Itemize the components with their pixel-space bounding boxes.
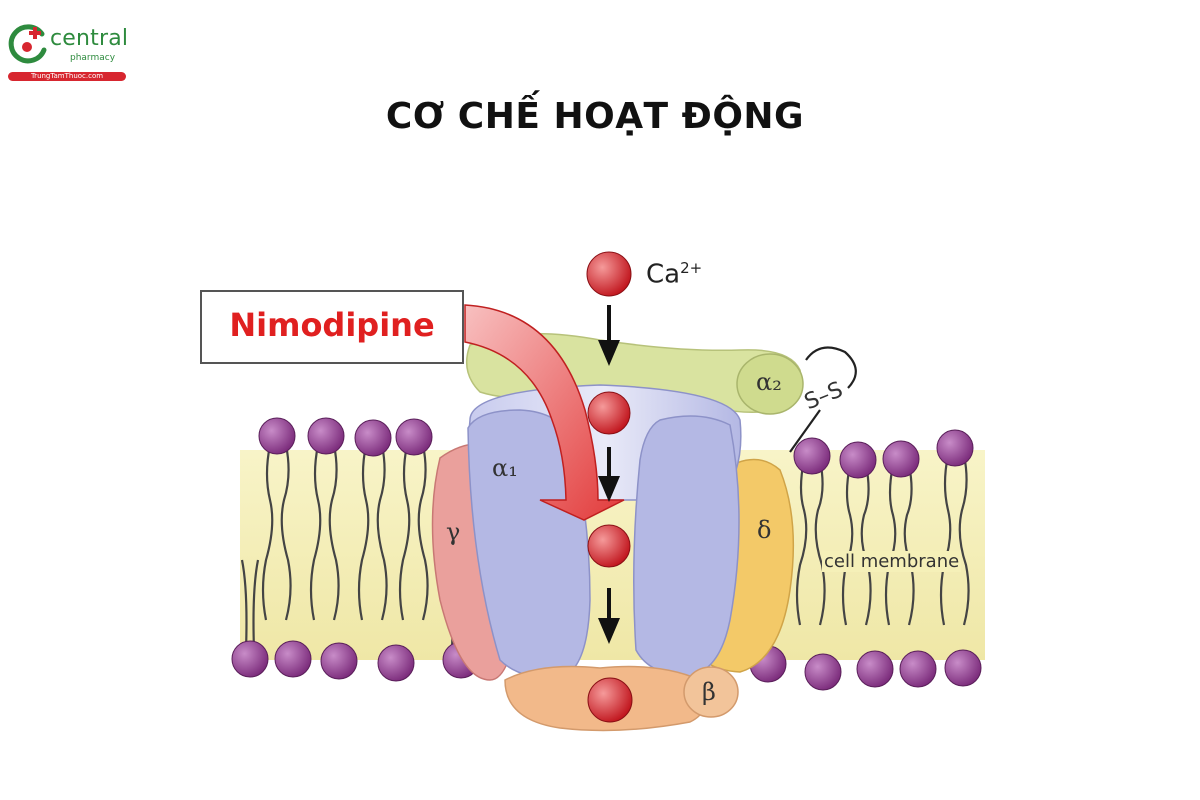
calcium-ion [586, 251, 632, 297]
pharmacy-logo-icon [8, 24, 47, 64]
beta-label: β [702, 678, 716, 706]
alpha2-label: α₂ [756, 368, 782, 396]
brand-logo: central pharmacy TrungTamThuoc.com [6, 22, 128, 82]
ion-label: Ca2+ [646, 259, 702, 290]
calcium-ions [586, 251, 633, 723]
membrane-label: cell membrane [822, 551, 962, 572]
calcium-ion [587, 677, 633, 723]
ion-symbol: Ca [646, 259, 681, 290]
brand-subtitle: pharmacy [70, 53, 116, 63]
gamma-label: γ [446, 518, 461, 546]
ion-flow-arrows [598, 305, 620, 644]
brand-url: TrungTamThuoc.com [8, 72, 126, 81]
alpha1-subunit [467, 384, 742, 679]
disulfide-bridge-line [789, 346, 857, 453]
brand-name: central [50, 26, 129, 51]
lipid-heads-bottom-right [749, 645, 982, 691]
drug-label: Nimodipine [229, 306, 435, 344]
alpha1-label: α₁ [492, 454, 518, 482]
delta-label: δ [757, 516, 772, 544]
calcium-ion [587, 391, 631, 435]
lipid-heads-top-left [258, 417, 433, 457]
calcium-ion [587, 524, 631, 568]
nimodipine-label-box: Nimodipine [200, 290, 464, 364]
nimodipine-action-arrow [464, 304, 625, 521]
page-title: CƠ CHẾ HOẠT ĐỘNG [385, 96, 805, 137]
ion-charge: 2+ [680, 259, 703, 277]
lipid-heads-bottom-left [231, 640, 480, 682]
lipid-heads-top-right [793, 429, 974, 479]
